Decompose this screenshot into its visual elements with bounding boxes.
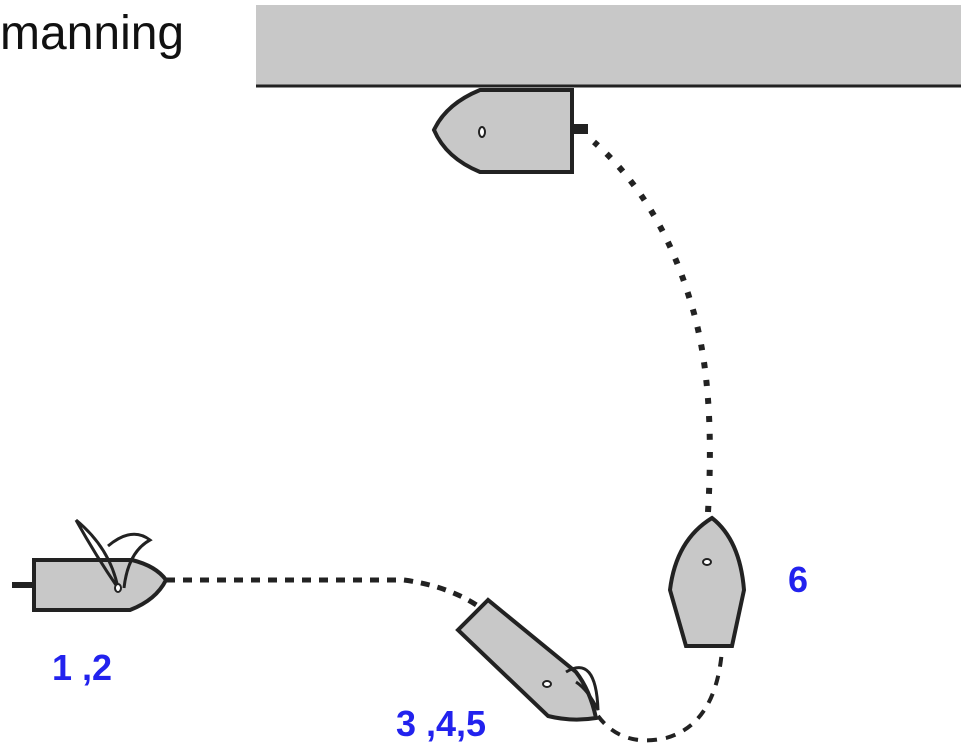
boat-moored-at-dock (431, 88, 588, 174)
label-position-6: 6 (788, 559, 809, 600)
boat-position-1-2 (12, 518, 169, 612)
path-segment-6-to-dock (592, 139, 713, 513)
path-segment-3-to-6 (596, 649, 724, 743)
sail-icon (74, 518, 120, 589)
label-positions-1-2: 1 ,2 (52, 647, 113, 688)
path-segment-1-2-to-3 (166, 577, 480, 609)
boat-position-3-4-5 (455, 597, 600, 722)
boat-position-6 (667, 515, 747, 648)
label-positions-3-4-5: 3 ,4,5 (396, 703, 487, 744)
page-title: manning (0, 7, 185, 60)
dock (256, 5, 961, 88)
